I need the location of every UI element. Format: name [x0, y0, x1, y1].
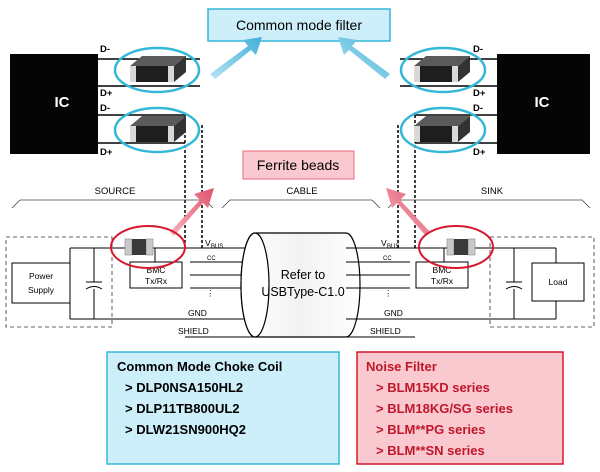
- left-pin-d-plus-2: D+: [100, 147, 113, 158]
- sink-wires: [346, 247, 557, 338]
- cable-brace: [221, 199, 381, 209]
- source-vbus-sub: BUS: [211, 244, 223, 250]
- right-pin-d-plus-2: D+: [473, 147, 486, 158]
- right-pin-d-plus-1: D+: [473, 88, 486, 99]
- noise-filter-item-1: > BLM15KD series: [376, 380, 490, 395]
- sink-shield: SHIELD: [370, 326, 401, 336]
- pink-arrow-left: [170, 188, 214, 236]
- left-ic-label: IC: [55, 94, 70, 111]
- cyan-arrow-right: [338, 37, 390, 79]
- source-bmc-label-1: BMC: [147, 265, 166, 275]
- source-dots: ⋮: [206, 288, 215, 298]
- source-shield: SHIELD: [178, 326, 209, 336]
- source-bmc-box: [129, 261, 183, 289]
- right-cmcc-top: [414, 56, 470, 82]
- source-wires: [69, 247, 255, 338]
- cable-cylinder: [240, 232, 361, 338]
- source-gnd: GND: [188, 308, 207, 318]
- source-ferrite-bead: [124, 238, 154, 256]
- noise-filter-title: Noise Filter: [366, 359, 437, 374]
- power-supply-label-2: Supply: [28, 285, 55, 295]
- left-pin-d-minus-2: D-: [100, 103, 110, 114]
- cable-label-2: USBType-C1.0: [261, 285, 344, 299]
- choke-coil-item-1: > DLP0NSA150HL2: [125, 380, 243, 395]
- choke-coil-item-3: > DLW21SN900HQ2: [125, 422, 246, 437]
- right-cmcc-top-ring: [399, 46, 487, 94]
- noise-filter-box: [356, 351, 564, 465]
- sink-vbus-sub: BUS: [387, 244, 399, 250]
- left-cmcc-top-ring: [113, 46, 201, 94]
- noise-filter-item-2: > BLM18KG/SG series: [376, 401, 513, 416]
- common-mode-filter-label: Common mode filter: [236, 17, 362, 33]
- sink-bmc-label-2: Tx/Rx: [431, 276, 454, 286]
- source-ferrite-ring: [110, 225, 186, 269]
- right-cmcc-bottom-ring: [399, 106, 487, 154]
- right-pin-d-minus-2: D-: [473, 103, 483, 114]
- source-dashed-frame: [5, 236, 113, 328]
- sink-dots: ⋮: [384, 288, 393, 298]
- cyan-arrow-left: [210, 37, 262, 79]
- left-cmcc-bottom: [130, 116, 186, 142]
- right-cmcc-bottom: [414, 116, 470, 142]
- choke-coil-title: Common Mode Choke Coil: [117, 359, 282, 374]
- choke-coil-box: [106, 351, 340, 465]
- source-bmc-label-2: Tx/Rx: [145, 276, 168, 286]
- common-mode-filter-callout: [207, 8, 391, 42]
- sink-brace: [387, 199, 591, 209]
- cable-label-1: Refer to: [281, 268, 326, 282]
- load-label: Load: [549, 277, 568, 287]
- sink-cc: CC: [383, 256, 392, 262]
- right-pin-d-minus-1: D-: [473, 44, 483, 55]
- noise-filter-item-4: > BLM**SN series: [376, 443, 485, 458]
- source-vbus-v: V: [205, 238, 211, 248]
- ferrite-beads-callout: [242, 150, 355, 180]
- pink-arrow-right: [386, 188, 430, 236]
- power-supply-box: [11, 262, 71, 304]
- load-box: [531, 262, 585, 302]
- choke-coil-item-2: > DLP11TB800UL2: [125, 401, 240, 416]
- sink-bmc-label-1: BMC: [433, 265, 452, 275]
- right-ic: [497, 54, 590, 154]
- sink-vbus-v: V: [381, 238, 387, 248]
- right-ic-label: IC: [535, 94, 550, 111]
- left-pin-d-plus-1: D+: [100, 88, 113, 99]
- source-brace: [11, 199, 214, 209]
- source-cc: CC: [207, 256, 216, 262]
- left-ic: [10, 54, 98, 154]
- left-pin-d-minus-1: D-: [100, 44, 110, 55]
- left-signal-lines: [98, 58, 203, 250]
- noise-filter-item-3: > BLM**PG series: [376, 422, 485, 437]
- section-cable: CABLE: [286, 186, 317, 197]
- sink-ferrite-bead: [446, 238, 476, 256]
- sink-dashed-frame: [489, 236, 595, 328]
- left-cmcc-top: [130, 56, 186, 82]
- ferrite-beads-label: Ferrite beads: [257, 157, 339, 173]
- sink-ferrite-ring: [418, 225, 494, 269]
- section-source: SOURCE: [95, 186, 136, 197]
- left-cmcc-bottom-ring: [113, 106, 201, 154]
- section-sink: SINK: [481, 186, 504, 197]
- power-supply-label-1: Power: [29, 271, 53, 281]
- sink-gnd: GND: [384, 308, 403, 318]
